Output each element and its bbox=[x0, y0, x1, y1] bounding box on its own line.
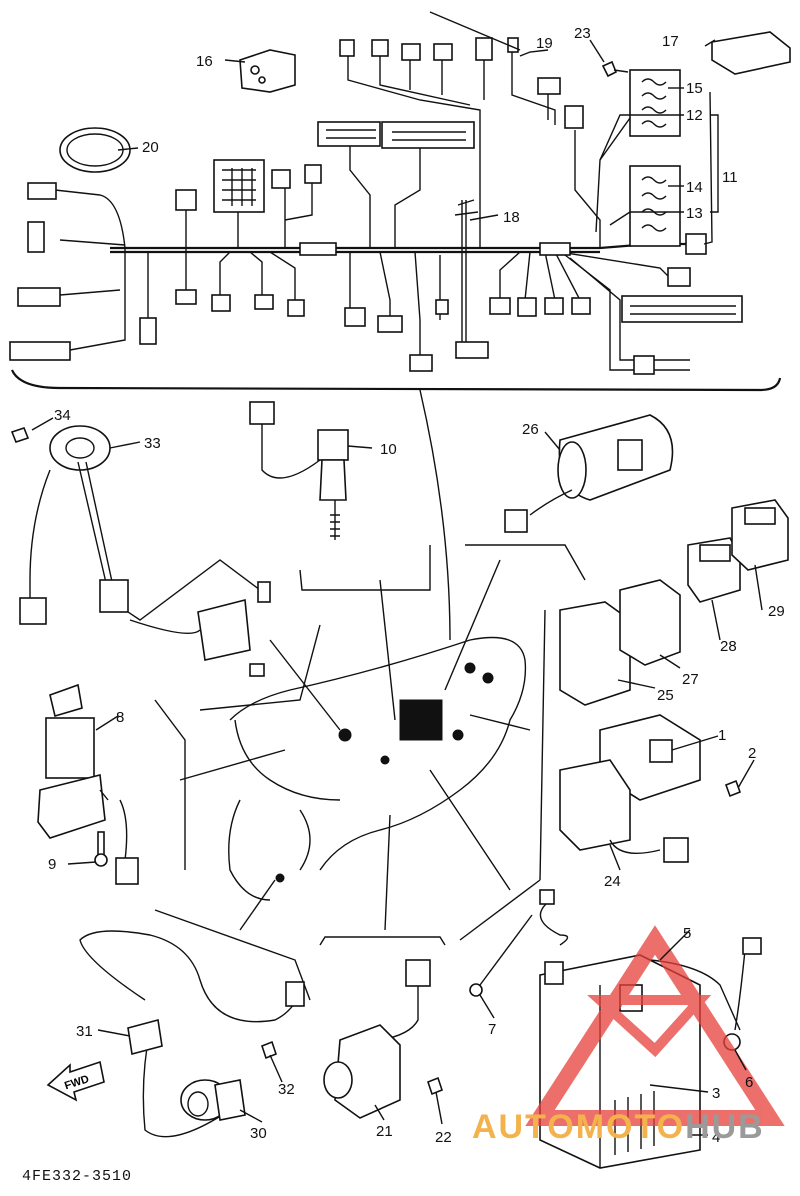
watermark-text-primary: AUTOMOTO bbox=[472, 1108, 686, 1146]
callout-11: 11 bbox=[722, 169, 738, 186]
part-10-switch bbox=[249, 401, 349, 540]
part-33-fuel-sender bbox=[10, 425, 271, 677]
callout-lines bbox=[31, 39, 763, 1136]
callout-34: 34 bbox=[54, 407, 71, 424]
callout-13: 13 bbox=[686, 205, 703, 222]
fwd-arrow: FWD bbox=[46, 1060, 105, 1102]
part-26-condenser bbox=[504, 414, 674, 533]
callout-24: 24 bbox=[604, 873, 621, 890]
part-21-starter-relay bbox=[323, 959, 443, 1119]
part-20-band bbox=[59, 127, 131, 173]
callout-31: 31 bbox=[76, 1023, 93, 1040]
callout-8: 8 bbox=[116, 709, 124, 726]
callout-18: 18 bbox=[503, 209, 520, 226]
callout-5: 5 bbox=[683, 925, 691, 942]
callout-33: 33 bbox=[144, 435, 161, 452]
drawing-code: 4FE332-3510 bbox=[22, 1168, 133, 1185]
part-7-battery-lead bbox=[469, 889, 569, 997]
callout-20: 20 bbox=[142, 139, 159, 156]
callout-27: 27 bbox=[682, 671, 699, 688]
wire-harness bbox=[54, 50, 700, 371]
callout-19: 19 bbox=[536, 35, 553, 52]
relay-units bbox=[559, 499, 789, 706]
callout-14: 14 bbox=[686, 179, 703, 196]
part-30-sensor bbox=[79, 930, 305, 1138]
watermark-text-secondary: HUB bbox=[685, 1108, 765, 1146]
callout-10: 10 bbox=[380, 441, 397, 458]
callout-22: 22 bbox=[435, 1129, 452, 1146]
callout-9: 9 bbox=[48, 856, 56, 873]
callout-1: 1 bbox=[718, 727, 726, 744]
callout-17: 17 bbox=[662, 33, 679, 50]
watermark-logo bbox=[525, 925, 785, 1126]
callout-26: 26 bbox=[522, 421, 539, 438]
watermark-text: AUTOMOTOHUB bbox=[472, 1108, 765, 1147]
part-16-coupler bbox=[239, 49, 296, 93]
callout-15: 15 bbox=[686, 80, 703, 97]
callout-16: 16 bbox=[196, 53, 213, 70]
callout-7: 7 bbox=[488, 1021, 496, 1038]
callout-32: 32 bbox=[278, 1081, 295, 1098]
motorcycle-outline bbox=[228, 636, 527, 901]
part-8-ignition-switch bbox=[37, 683, 139, 885]
part-17-unit bbox=[711, 31, 791, 75]
callout-29: 29 bbox=[768, 603, 785, 620]
callout-25: 25 bbox=[657, 687, 674, 704]
callout-2: 2 bbox=[748, 745, 756, 762]
callout-numbers: 1 2 3 4 5 6 7 8 9 10 11 12 13 14 15 16 1… bbox=[48, 25, 785, 1146]
callout-28: 28 bbox=[720, 638, 737, 655]
leader-arrows bbox=[154, 389, 586, 1001]
callout-4: 4 bbox=[712, 1129, 720, 1146]
callout-3: 3 bbox=[712, 1085, 720, 1102]
callout-6: 6 bbox=[745, 1074, 753, 1091]
part-1-coil bbox=[559, 714, 742, 863]
callout-23: 23 bbox=[574, 25, 591, 42]
harness-connectors bbox=[9, 11, 782, 392]
callout-12: 12 bbox=[686, 107, 703, 124]
callout-30: 30 bbox=[250, 1125, 267, 1142]
callout-21: 21 bbox=[376, 1123, 393, 1140]
part-23-bolt bbox=[601, 60, 629, 78]
